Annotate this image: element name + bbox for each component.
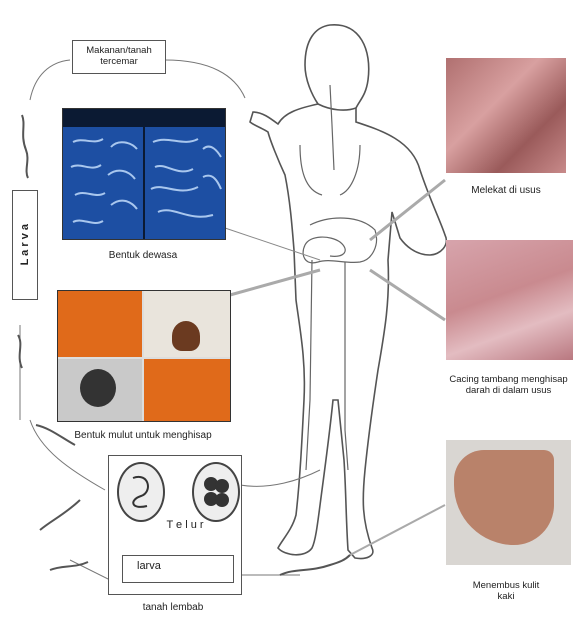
- mouth-form-label: Bentuk mulut untuk menghisap: [47, 430, 239, 441]
- foot-skin-image: [446, 440, 571, 565]
- mouth-panel-3: [58, 359, 142, 421]
- attached-label: Melekat di usus: [446, 185, 566, 196]
- mouth-panel-1: [58, 291, 142, 357]
- worm-shapes: [63, 127, 225, 239]
- egg-1: [117, 462, 165, 522]
- egg-1-larva: [119, 464, 163, 520]
- mouth-forms-image: [57, 290, 231, 422]
- hookworm-label: Cacing tambang menghisap darah di dalam …: [438, 374, 579, 396]
- mouth-panel-4: [144, 359, 230, 421]
- egg-2-cells: [194, 464, 238, 520]
- food-label: Makanan/tanah tercemar: [73, 41, 165, 67]
- larva-side-box: L a r v a: [12, 190, 38, 300]
- foot-shape: [454, 450, 554, 545]
- larva-soil-label: larva: [123, 556, 233, 572]
- digestive-tract: [300, 85, 377, 470]
- egg-2: [192, 462, 240, 522]
- hookworm-tissue-image: [446, 240, 573, 360]
- adult-worms-image: [62, 108, 226, 240]
- mouth-panel-2: [144, 291, 230, 357]
- eggs-label: T e l u r: [150, 520, 220, 531]
- attached-intestine-image: [446, 58, 566, 173]
- larva-side-label: L a r v a: [19, 224, 31, 265]
- larva-soil-box: larva: [122, 555, 234, 583]
- mouth-dark-shape: [80, 369, 116, 407]
- adult-form-label: Bentuk dewasa: [62, 250, 224, 261]
- food-box: Makanan/tanah tercemar: [72, 40, 166, 74]
- skin-label: Menembus kulit kaki: [446, 580, 566, 602]
- human-figure: [250, 25, 446, 559]
- mouth-capsule-shape: [172, 321, 200, 351]
- moist-soil-label: tanah lembab: [118, 602, 228, 613]
- adult-image-header: [63, 109, 225, 127]
